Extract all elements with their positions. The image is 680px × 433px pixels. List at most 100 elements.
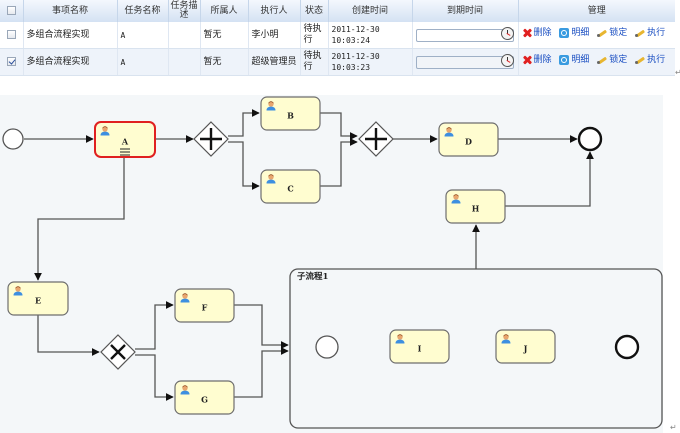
task-label: J <box>523 344 528 354</box>
col-owner[interactable]: 所属人 <box>199 0 248 22</box>
parallel-gateway-1[interactable] <box>193 121 229 157</box>
start-event[interactable] <box>2 128 24 150</box>
plus-icon <box>365 128 387 150</box>
row-checkbox[interactable] <box>6 56 16 66</box>
task-label: H <box>472 204 480 214</box>
detail-label: 明细 <box>571 27 590 38</box>
col-status[interactable]: 状态 <box>299 0 328 22</box>
flow-h-end <box>505 151 594 207</box>
flow-a-e <box>34 157 125 281</box>
lock-pencil-icon <box>597 28 607 38</box>
execute-button[interactable]: 执行 <box>635 28 665 39</box>
flow-e-gw3 <box>37 315 100 356</box>
col-item-name[interactable]: 事项名称 <box>22 0 117 22</box>
status-cell: 待执行 <box>299 22 328 49</box>
plus-icon <box>200 128 222 150</box>
task-node-d[interactable]: D <box>438 122 499 157</box>
subprocess-container[interactable] <box>289 268 663 429</box>
task-box <box>94 121 156 158</box>
detail-button[interactable]: 明细 <box>559 28 589 39</box>
col-task-desc[interactable]: 任务描述 <box>167 0 200 22</box>
task-name-cell: A <box>116 48 168 76</box>
created-date: 2011-12-30 <box>331 25 380 34</box>
col-executor[interactable]: 执行人 <box>247 0 300 22</box>
created-clock: 10:03:23 <box>331 63 371 72</box>
lock-button[interactable]: 锁定 <box>597 55 627 66</box>
execute-label: 执行 <box>647 54 666 65</box>
multi-instance-icon <box>120 148 130 156</box>
table-header-row: 事项名称 任务名称 任务描述 所属人 执行人 状态 创建时间 到期时间 管理 <box>0 0 675 22</box>
select-all-checkbox[interactable] <box>6 6 16 15</box>
task-node-c[interactable]: C <box>260 169 321 204</box>
item-name-cell: 多组合流程实现 <box>22 22 117 49</box>
select-all-header[interactable] <box>0 0 23 22</box>
task-desc-cell <box>167 48 200 76</box>
delete-label: 删除 <box>533 54 552 65</box>
task-node-g[interactable]: G <box>174 380 235 415</box>
subprocess-start-event[interactable] <box>315 335 339 359</box>
execute-pencil-icon <box>635 55 645 65</box>
task-box <box>174 288 235 323</box>
paragraph-mark: ↵ <box>675 68 680 77</box>
clock-icon[interactable] <box>500 53 514 67</box>
task-node-i[interactable]: I <box>389 329 450 364</box>
due-time-input[interactable] <box>415 26 514 42</box>
manage-cell: 删除 明细 锁定 执行 <box>517 48 675 76</box>
task-label: C <box>287 184 293 194</box>
item-name-cell: 多组合流程实现 <box>22 48 117 76</box>
task-box <box>260 169 321 204</box>
task-box <box>174 380 235 415</box>
task-box <box>389 329 450 364</box>
flow-gw3-f <box>135 301 174 350</box>
task-node-a[interactable]: A <box>94 121 156 158</box>
task-desc-cell <box>167 22 200 49</box>
delete-button[interactable]: 删除 <box>522 28 552 39</box>
exclusive-gateway[interactable] <box>100 334 136 370</box>
lock-pencil-icon <box>597 55 607 65</box>
flow-c-gw2 <box>320 138 358 187</box>
owner-cell: 暂无 <box>199 48 248 76</box>
lock-button[interactable]: 锁定 <box>597 28 627 39</box>
col-task-name[interactable]: 任务名称 <box>116 0 168 22</box>
task-name-cell: A <box>116 22 168 49</box>
delete-button[interactable]: 删除 <box>522 55 552 66</box>
task-node-f[interactable]: F <box>174 288 235 323</box>
col-due-time[interactable]: 到期时间 <box>411 0 518 22</box>
task-label: G <box>201 395 208 405</box>
task-node-e[interactable]: E <box>7 281 69 316</box>
detail-button[interactable]: 明细 <box>559 55 589 66</box>
execute-button[interactable]: 执行 <box>635 55 665 66</box>
task-box <box>260 96 321 131</box>
detail-label: 明细 <box>571 54 590 65</box>
parallel-gateway-2[interactable] <box>358 121 394 157</box>
delete-label: 删除 <box>533 27 552 38</box>
user-tasks: A B C D E F G H I J <box>7 96 556 415</box>
task-label: A <box>121 137 129 147</box>
task-label: B <box>287 111 294 121</box>
subprocess-end-event[interactable] <box>614 334 640 360</box>
owner-cell: 暂无 <box>199 22 248 49</box>
task-node-b[interactable]: B <box>260 96 321 131</box>
execute-pencil-icon <box>635 28 645 38</box>
end-event[interactable] <box>577 126 603 152</box>
task-node-j[interactable]: J <box>495 329 556 364</box>
col-created-time[interactable]: 创建时间 <box>327 0 412 22</box>
task-label: F <box>202 303 208 313</box>
due-time-cell <box>411 22 518 49</box>
task-box <box>7 281 69 316</box>
task-table: 事项名称 任务名称 任务描述 所属人 执行人 状态 创建时间 到期时间 管理 多… <box>0 0 675 76</box>
clock-icon[interactable] <box>500 26 514 40</box>
executor-cell: 李小明 <box>247 22 300 49</box>
col-manage: 管理 <box>517 0 675 22</box>
due-time-input[interactable] <box>415 53 514 69</box>
row-checkbox[interactable] <box>6 29 16 39</box>
task-box <box>495 329 556 364</box>
detail-icon <box>559 28 570 39</box>
executor-cell: 超级管理员 <box>247 48 300 76</box>
subprocess-label: 子流程1 <box>297 271 329 282</box>
task-node-h[interactable]: H <box>445 189 506 224</box>
execute-label: 执行 <box>647 27 666 38</box>
